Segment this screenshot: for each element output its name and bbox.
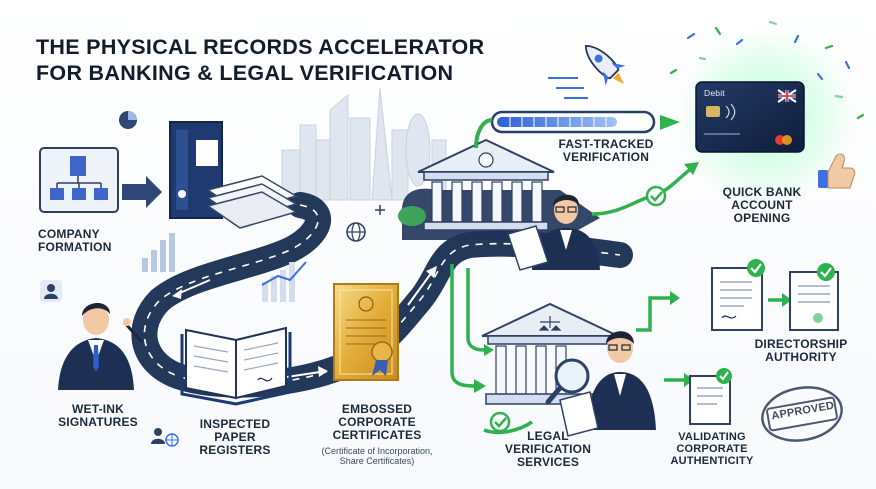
thumbs-up-icon — [818, 153, 856, 189]
rocket-icon — [584, 44, 626, 86]
bank-officer-top — [507, 194, 600, 271]
label-company-formation: COMPANY FORMATION — [38, 227, 112, 254]
bar-chart-icon — [142, 233, 175, 272]
title-line-1: THE PHYSICAL RECORDS ACCELERATOR — [36, 35, 485, 59]
pie-chart-icon — [119, 111, 137, 129]
paper-stack-icon — [206, 175, 298, 229]
embossed-certificate — [333, 283, 399, 381]
document-icon-3 — [689, 368, 732, 425]
approved-stamp — [761, 386, 843, 442]
certificates-note: (Certificate of Incorporation, Share Cer… — [321, 446, 433, 467]
green-branch-arrows — [450, 264, 533, 435]
open-book-icon — [180, 326, 292, 406]
title-line-2: FOR BANKING & LEGAL VERIFICATION — [36, 61, 454, 86]
card-label: Debit — [704, 88, 725, 98]
user-icon — [40, 280, 62, 302]
label-registers: INSPECTED PAPER REGISTERS — [199, 417, 271, 457]
check-circle-icon — [645, 185, 667, 207]
label-fast-tracked: FAST-TRACKED VERIFICATION — [558, 137, 654, 164]
speed-lines — [548, 77, 588, 99]
label-wet-ink: WET-INK SIGNATURES — [58, 402, 138, 429]
label-legal-verification: LEGAL VERIFICATION SERVICES — [504, 429, 592, 469]
label-certificates: EMBOSSED CORPORATE CERTIFICATES — [332, 402, 422, 442]
document-icon-2 — [789, 263, 839, 331]
legal-officer — [559, 331, 656, 437]
users-globe-icon — [151, 428, 179, 447]
label-directorship: DIRECTORSHIP AUTHORITY — [754, 337, 848, 364]
green-arrows-docs — [636, 296, 784, 382]
progress-bar — [490, 110, 656, 134]
check-circle-icon-legal — [489, 411, 511, 433]
confetti — [669, 20, 865, 120]
debit-card — [695, 81, 805, 153]
arrow-icon — [122, 176, 162, 208]
city-skyline — [281, 87, 447, 201]
org-chart-icon — [39, 147, 119, 213]
bank-building-top — [398, 138, 600, 240]
magnifying-glass-icon — [545, 358, 590, 405]
binder-icon — [169, 121, 223, 219]
line-chart-icon — [261, 261, 307, 302]
globe-icon — [346, 222, 366, 242]
label-quick-bank: QUICK BANK ACCOUNT OPENING — [722, 185, 802, 225]
page-title: THE PHYSICAL RECORDS ACCELERATOR FOR BAN… — [36, 34, 484, 86]
document-icon-1 — [711, 259, 765, 331]
label-validating: VALIDATING CORPORATE AUTHENTICITY — [670, 431, 754, 467]
businessman-signing — [58, 302, 144, 390]
sparkle-icon — [375, 205, 385, 215]
green-arrow-card — [591, 166, 694, 216]
green-arrow-top — [474, 118, 493, 149]
